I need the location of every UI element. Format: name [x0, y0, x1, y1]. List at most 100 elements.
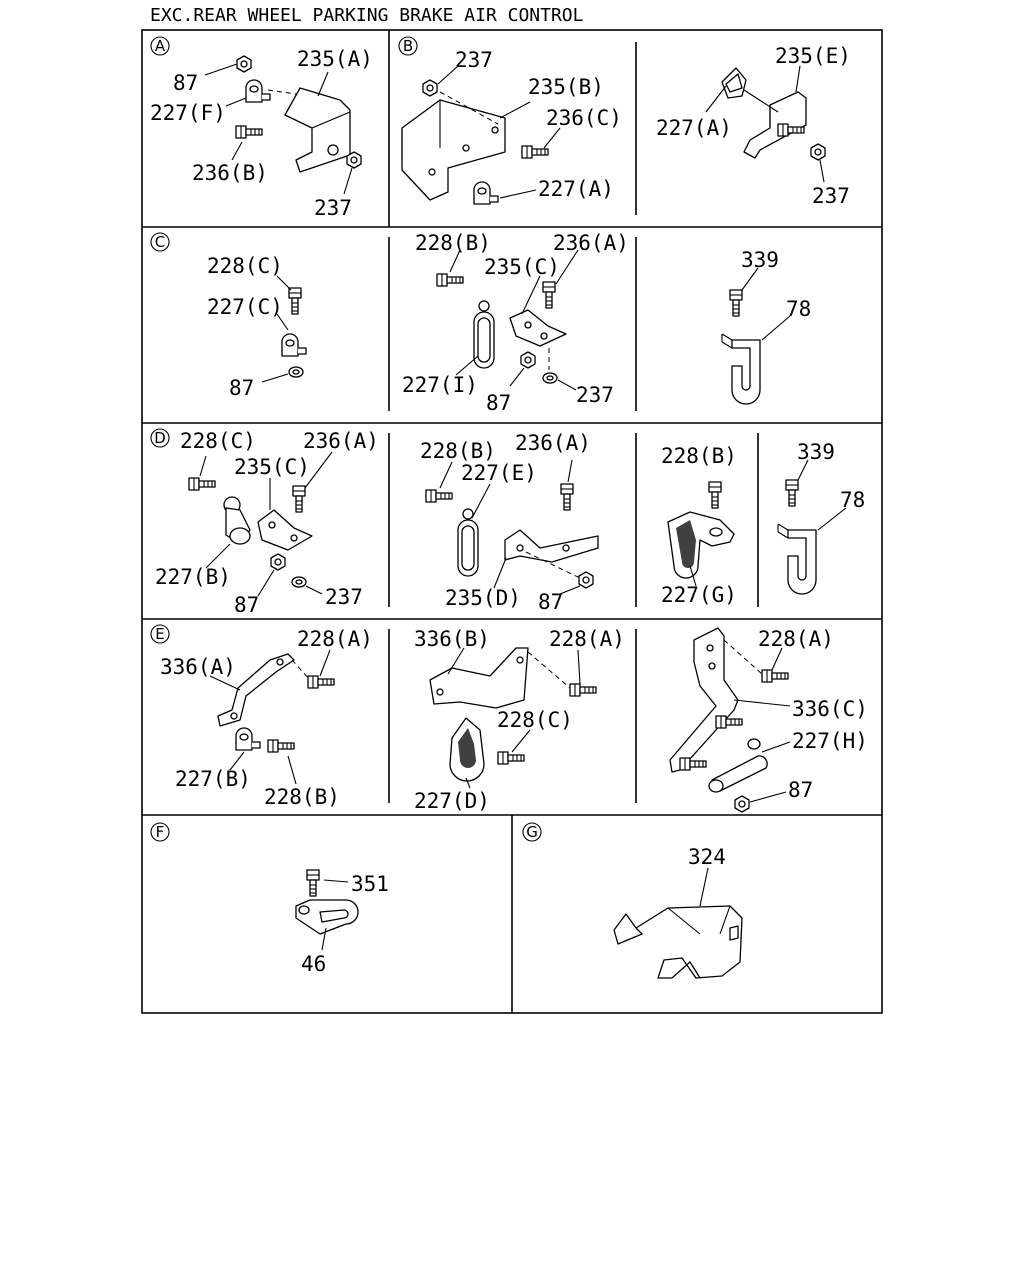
callout-228c: 228(C) [207, 254, 283, 278]
svg-text:B: B [403, 37, 413, 55]
part-bolt [715, 715, 743, 729]
part-87-nut [734, 795, 750, 813]
section-d-middle: 228(B) 236(A) 227(E) 235(D) 87 [420, 431, 599, 614]
part-228c-bolt [188, 477, 216, 491]
callout-87: 87 [788, 778, 813, 802]
part-236a-bolt [292, 485, 306, 513]
part-336b-bracket [429, 647, 529, 709]
part-228b-bolt [708, 481, 722, 509]
callout-236a: 236(A) [515, 431, 591, 455]
callout-235d: 235(D) [445, 586, 521, 610]
section-d-third: 228(B) 227(G) [661, 444, 737, 607]
section-c-middle: 228(B) 236(A) 235(C) 227(I) 87 237 [402, 231, 629, 415]
section-marker-c: C [150, 232, 170, 252]
part-236a-bolt [560, 483, 574, 511]
callout-336a: 336(A) [160, 655, 236, 679]
callout-236b: 236(B) [192, 161, 268, 185]
callout-87: 87 [234, 593, 259, 617]
part-235c-bracket [509, 309, 567, 347]
part-235e-bracket [743, 91, 807, 159]
part-227h-clip [708, 738, 768, 793]
callout-236a: 236(A) [553, 231, 629, 255]
callout-87: 87 [229, 376, 254, 400]
part-237-nut [810, 143, 826, 161]
section-marker-a: A [150, 36, 170, 56]
part-228c-bolt [288, 287, 302, 315]
part-227c-clip [281, 333, 307, 357]
section-marker-g: G [522, 822, 542, 842]
part-78-clamp [721, 333, 761, 405]
svg-text:D: D [154, 429, 166, 447]
part-237-washer [291, 576, 307, 588]
part-227a-clip [721, 67, 747, 99]
callout-235a: 235(A) [297, 47, 373, 71]
svg-text:C: C [155, 233, 165, 251]
callout-227b: 227(B) [175, 767, 251, 791]
section-c-right: 339 78 [721, 248, 811, 405]
callout-87: 87 [538, 590, 563, 614]
part-78-clamp [777, 523, 817, 595]
callout-236a: 236(A) [303, 429, 379, 453]
callout-336b: 336(B) [414, 627, 490, 651]
section-d-left: D 228(C) 236(A) 235(C) 227(B) 87 237 [150, 428, 379, 617]
diagram-title: EXC.REAR WHEEL PARKING BRAKE AIR CONTROL [150, 5, 584, 26]
callout-228a: 228(A) [758, 627, 834, 651]
svg-text:G: G [526, 823, 538, 841]
diagram-frame [141, 29, 883, 1014]
callout-324: 324 [688, 845, 726, 869]
part-227i-clip [473, 300, 495, 369]
callout-227g: 227(G) [661, 583, 737, 607]
part-235a-bracket [284, 87, 351, 173]
callout-78: 78 [840, 488, 865, 512]
part-227g-clamp [667, 511, 735, 579]
callout-236c: 236(C) [546, 106, 622, 130]
callout-235c: 235(C) [234, 455, 310, 479]
svg-text:A: A [155, 37, 166, 55]
callout-235c: 235(C) [484, 255, 560, 279]
section-e-right: 228(A) 336(C) 227(H) 87 [669, 627, 868, 813]
part-228b-bolt [425, 489, 453, 503]
part-227b-clip [223, 496, 251, 545]
part-339-bolt [785, 479, 799, 507]
callout-227f: 227(F) [150, 101, 226, 125]
callout-46: 46 [301, 952, 326, 976]
part-227a-clip [473, 181, 499, 205]
part-227f-clip [245, 79, 271, 103]
callout-237: 237 [314, 196, 352, 220]
part-228b-bolt [436, 273, 464, 287]
svg-text:E: E [155, 625, 164, 643]
callout-227h: 227(H) [792, 729, 868, 753]
part-336a-bracket [217, 653, 295, 727]
section-a: A 87 235(A) 227(F) 236(B) 237 [150, 36, 373, 220]
callout-227i: 227(I) [402, 373, 478, 397]
callout-228b: 228(B) [415, 231, 491, 255]
section-g: G 324 [522, 822, 743, 979]
callout-228a: 228(A) [549, 627, 625, 651]
svg-text:F: F [156, 823, 165, 841]
callout-78: 78 [786, 297, 811, 321]
section-marker-d: D [150, 428, 170, 448]
section-marker-b: B [398, 36, 418, 56]
part-227b-clip [235, 727, 261, 751]
callout-227d: 227(D) [414, 789, 490, 813]
part-235c-bracket [257, 509, 313, 551]
callout-339: 339 [797, 440, 835, 464]
part-227d-clamp [449, 717, 485, 782]
section-d-fourth: 339 78 [777, 440, 865, 595]
callout-237: 237 [576, 383, 614, 407]
callout-228b: 228(B) [264, 785, 340, 809]
part-87-nut [578, 571, 594, 589]
part-228a-bolt [569, 683, 597, 697]
part-339-bolt [729, 289, 743, 317]
section-b-right: 235(E) 227(A) 237 [656, 44, 851, 208]
part-87-nut [520, 351, 536, 369]
part-235d-bracket [504, 529, 599, 563]
part-237-nut [422, 79, 438, 97]
part-236a-bolt [542, 281, 556, 309]
part-87-nut [236, 55, 252, 73]
part-228a-bolt [307, 675, 335, 689]
part-237-nut [346, 151, 362, 169]
section-b-left: B 237 235(B) 236(C) 227(A) [398, 36, 622, 205]
section-f: F 351 46 [150, 822, 389, 976]
part-228b-bolt [267, 739, 295, 753]
